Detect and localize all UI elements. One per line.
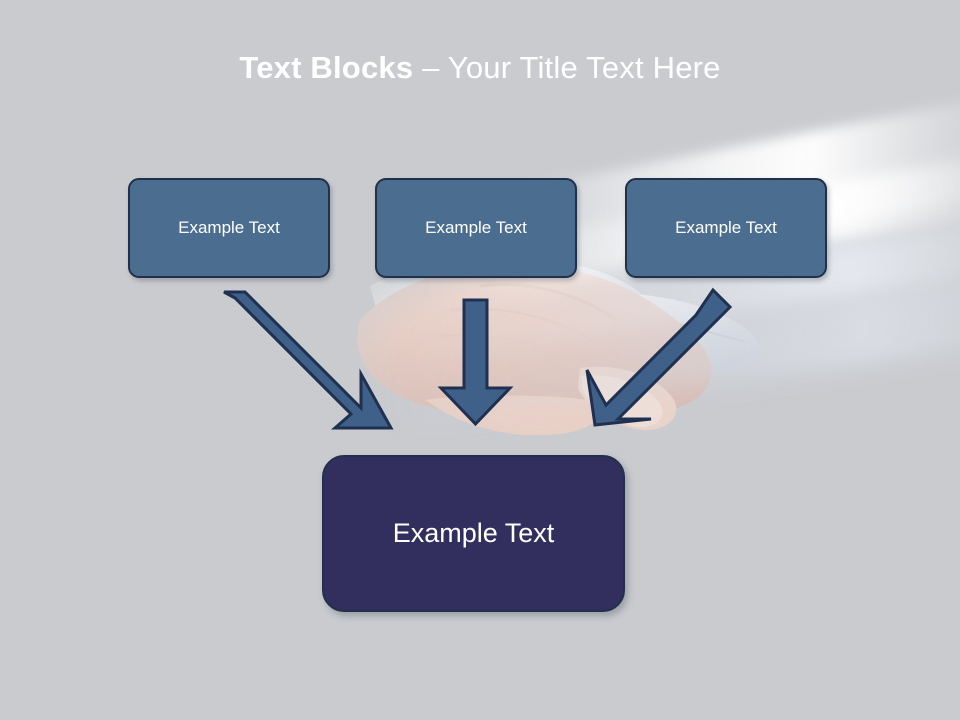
text-block-1-label: Example Text xyxy=(178,218,280,237)
result-text-block-label: Example Text xyxy=(392,518,555,548)
text-block-3[interactable]: Example Text xyxy=(625,178,827,278)
result-text-block[interactable]: Example Text xyxy=(322,455,625,612)
text-block-1[interactable]: Example Text xyxy=(128,178,330,278)
slide-title-separator: – xyxy=(413,50,448,85)
slide-title-bold: Text Blocks xyxy=(239,50,414,85)
slide-title-light: Your Title Text Here xyxy=(447,50,721,85)
hand-on-mouse-photo xyxy=(357,259,761,436)
text-block-2-label: Example Text xyxy=(425,218,527,237)
text-block-2[interactable]: Example Text xyxy=(375,178,577,278)
slide-title: Text Blocks – Your Title Text Here xyxy=(0,48,960,88)
text-block-3-label: Example Text xyxy=(675,218,777,237)
